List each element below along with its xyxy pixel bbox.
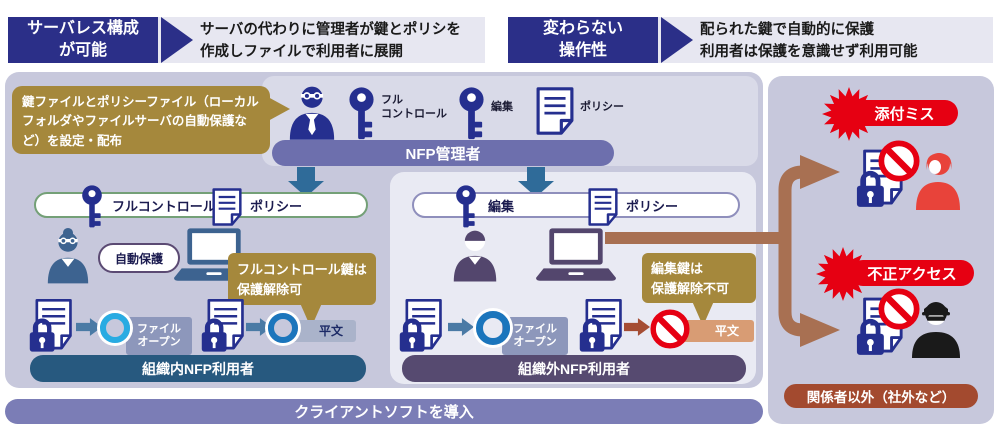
external-bar-label: 組織外NFP利用者	[518, 360, 630, 377]
external-gold-note-line2: 保護解除不可	[651, 280, 730, 296]
header-left-title: サーバレス構成 が可能	[8, 17, 158, 63]
internal-file-open-line2: オープン	[137, 336, 181, 348]
admin-bar-label: NFP管理者	[405, 145, 481, 163]
external-flow-arrow-1	[448, 318, 474, 336]
admin-note-line2: フォルダやファイルサーバの自動保護な	[22, 114, 247, 129]
admin-note-line1: 鍵ファイルとポリシーファイル（ローカル	[22, 95, 259, 109]
internal-key-icon	[80, 185, 104, 229]
external-file-open-line1: ファイル	[513, 322, 557, 335]
external-bar: 組織外NFP利用者	[402, 355, 746, 382]
risk-panel	[768, 76, 994, 424]
external-pill-policy-label: ポリシー	[626, 199, 679, 214]
external-key-icon	[454, 185, 478, 229]
header-left-desc-line2: 作成しファイルで利用者に展開	[200, 43, 403, 60]
internal-open-circle-icon	[100, 313, 130, 343]
header-right-desc-bg	[658, 17, 993, 63]
header-right-title-line1: 変わらない	[542, 20, 623, 38]
internal-bar: 組織内NFP利用者	[30, 355, 366, 382]
internal-file-open-line1: ファイル	[137, 322, 181, 335]
admin-note-line3: ど）を設定・配布	[22, 133, 123, 148]
internal-plain-circle-icon	[268, 313, 298, 343]
header-right-desc-line1: 配られた鍵で自動的に保護	[700, 22, 874, 38]
footer-bar: クライアントソフトを導入	[5, 399, 763, 424]
full-control-key-label-line1: フル	[381, 94, 403, 106]
admin-person-icon	[288, 84, 336, 140]
external-flow-arrow-2	[624, 318, 650, 336]
admin-bar: NFP管理者	[272, 140, 614, 166]
external-file-open-line2: オープン	[513, 336, 557, 348]
internal-gold-note-line2: 保護解除可	[237, 281, 303, 297]
full-control-key-label-line2: コントロール	[381, 108, 447, 121]
admin-policy-icon	[536, 86, 574, 136]
internal-gold-note-line1: フルコントロール鍵は	[237, 262, 367, 277]
brown-branch-arrow	[605, 155, 840, 347]
internal-pill-key-label: フルコントロール	[112, 199, 216, 214]
risk-bar: 関係者以外（社外など）	[784, 384, 978, 408]
hacker-icon	[910, 296, 962, 358]
auto-protect-label: 自動保護	[114, 251, 163, 266]
internal-flow-arrow-1	[76, 318, 102, 336]
header-left-desc: サーバの代わりに管理者が鍵とポリシを 作成しファイルで利用者に展開	[200, 20, 485, 64]
external-lockfile-icon-2	[578, 298, 624, 354]
external-prohibit-icon	[650, 309, 690, 349]
header-right-title-line2: 操作性	[558, 42, 607, 59]
header-left-title-line2: が可能	[58, 42, 107, 59]
unauthorized-label: 不正アクセス	[867, 265, 957, 283]
risk-bar-label: 関係者以外（社外など）	[806, 390, 956, 405]
header-right-arrow-icon	[661, 17, 693, 63]
internal-plain-label: 平文	[292, 320, 356, 342]
header-right-title: 変わらない 操作性	[508, 17, 658, 63]
external-pill-key-label: 編集	[488, 199, 515, 214]
external-user-icon	[452, 226, 498, 284]
admin-note-bubble: 鍵ファイルとポリシーファイル（ローカル フォルダやファイルサーバの自動保護な ど…	[12, 86, 270, 154]
internal-user-icon	[46, 226, 90, 284]
full-control-key-icon	[347, 86, 376, 142]
header-right-desc: 配られた鍵で自動的に保護 利用者は保護を意識せず利用可能	[700, 20, 990, 64]
internal-bar-label: 組織内NFP利用者	[142, 360, 254, 377]
attach-miss-badge: 添付ミス	[851, 100, 958, 126]
header-left-title-line1: サーバレス構成	[27, 20, 139, 38]
external-gold-note-line1: 編集鍵は	[651, 261, 704, 276]
edit-key-label: 編集	[491, 101, 513, 113]
internal-lockfile-icon-2	[200, 298, 246, 354]
edit-key-icon	[457, 86, 486, 142]
admin-note-pointer	[268, 97, 290, 121]
full-control-key-label: フル コントロール	[381, 93, 447, 122]
header-left-desc-bg	[158, 17, 485, 63]
internal-policy-icon	[212, 187, 242, 227]
admin-policy-label: ポリシー	[580, 101, 624, 113]
outsider-woman-icon	[914, 150, 962, 210]
footer-bar-label: クライアントソフトを導入	[294, 404, 474, 421]
unauthorized-badge: 不正アクセス	[850, 260, 974, 286]
external-plain-text: 平文	[714, 323, 739, 338]
external-file-open-label: ファイル オープン	[502, 317, 568, 355]
auto-protect-bubble: 自動保護	[98, 243, 180, 273]
attach-miss-label: 添付ミス	[874, 105, 935, 123]
external-lockfile-icon-1	[398, 298, 444, 354]
external-plain-label: 平文	[678, 320, 754, 342]
internal-lockfile-icon-1	[28, 298, 74, 354]
header-left-arrow-icon	[161, 17, 193, 63]
internal-file-open-label: ファイル オープン	[126, 317, 192, 355]
header-right-desc-line2: 利用者は保護を意識せず利用可能	[700, 43, 918, 60]
internal-gold-note: フルコントロール鍵は 保護解除可	[228, 253, 376, 305]
external-gold-note-tail	[692, 301, 714, 326]
external-gold-note: 編集鍵は 保護解除不可	[642, 253, 756, 303]
internal-plain-text: 平文	[318, 323, 343, 338]
header-left-desc-line1: サーバの代わりに管理者が鍵とポリシを	[200, 22, 461, 38]
internal-pill-policy-label: ポリシー	[250, 199, 303, 214]
external-open-circle-icon	[476, 311, 510, 345]
